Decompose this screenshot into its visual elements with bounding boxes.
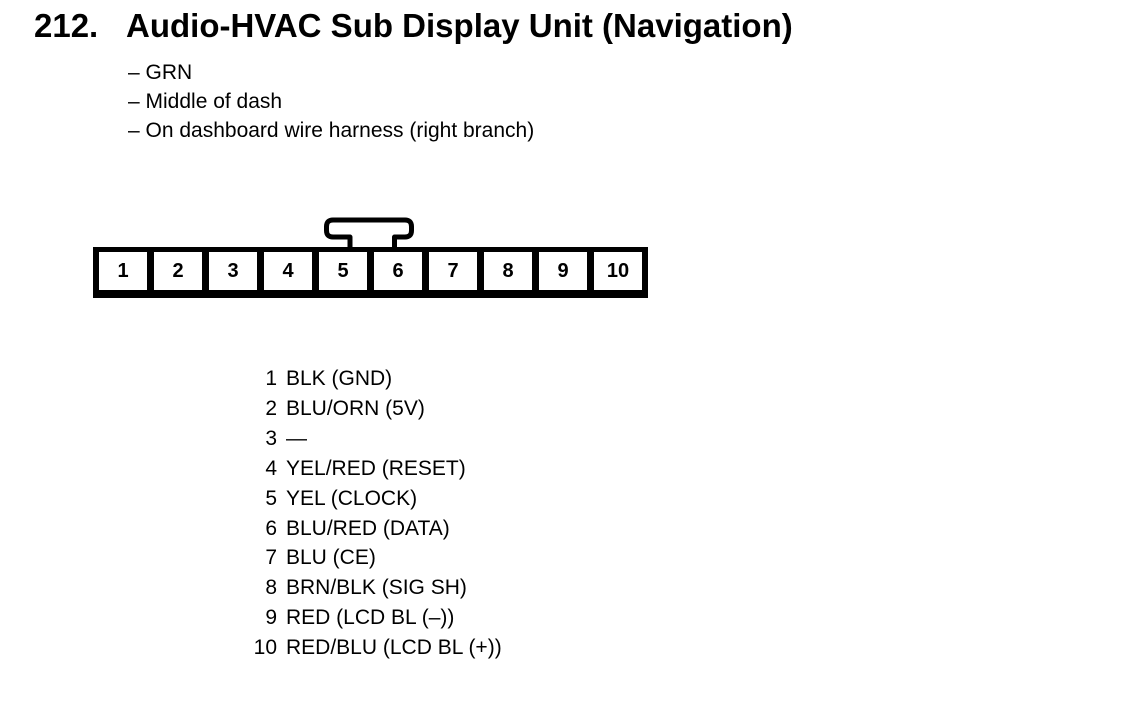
pinout-label: BLK (GND) <box>286 367 393 390</box>
pinout-row: 4 YEL/RED (RESET) <box>245 454 502 484</box>
pinout-row: 6 BLU/RED (DATA) <box>245 514 502 544</box>
pinout-label: BLU/RED (DATA) <box>286 516 450 540</box>
connector-pin-6: 6 <box>374 252 422 290</box>
note-line: – Middle of dash <box>128 90 283 113</box>
pinout-list: 1 BLK (GND) 2 BLU/ORN (5V) 3 — 4 YEL/RED… <box>245 364 502 663</box>
connector-pin-1: 1 <box>99 252 147 290</box>
pinout-number: 7 <box>265 546 277 570</box>
pinout-label: YEL (CLOCK) <box>286 486 418 510</box>
pinout-number: 4 <box>265 456 277 480</box>
pinout-label: RED/BLU (LCD BL (+)) <box>286 636 502 660</box>
notes-list: – GRN – Middle of dash – On dashboard wi… <box>128 58 534 145</box>
connector-pin-3: 3 <box>209 252 257 290</box>
page-title: 212. Audio-HVAC Sub Display Unit (Naviga… <box>34 7 793 45</box>
pinout-row: 2 BLU/ORN (5V) <box>245 394 502 424</box>
connector-pin-8: 8 <box>484 252 532 290</box>
pinout-label: — <box>286 426 307 450</box>
section-title: Audio-HVAC Sub Display Unit (Navigation) <box>126 7 793 44</box>
pinout-row: 8 BRN/BLK (SIG SH) <box>245 573 502 603</box>
pinout-number: 3 <box>265 426 277 450</box>
connector-pin-2: 2 <box>154 252 202 290</box>
pinout-number: 10 <box>253 636 277 660</box>
pinout-row: 1 BLK (GND) <box>245 364 502 394</box>
pinout-row: 9 RED (LCD BL (–)) <box>245 603 502 633</box>
pinout-row: 5 YEL (CLOCK) <box>245 484 502 514</box>
pinout-label: RED (LCD BL (–)) <box>286 606 455 630</box>
pinout-row: 10 RED/BLU (LCD BL (+)) <box>245 633 502 663</box>
connector-lock-tab-icon <box>320 211 420 252</box>
connector-pin-4: 4 <box>264 252 312 290</box>
pinout-number: 6 <box>265 516 277 540</box>
pinout-number: 1 <box>265 367 277 390</box>
pinout-label: BLU (CE) <box>286 546 376 570</box>
connector-pin-7: 7 <box>429 252 477 290</box>
pinout-label: BRN/BLK (SIG SH) <box>286 576 467 600</box>
pinout-number: 8 <box>265 576 277 600</box>
pinout-number: 2 <box>265 396 277 420</box>
note-line: – GRN <box>128 61 193 84</box>
note-line: – On dashboard wire harness (right branc… <box>128 119 535 142</box>
section-number: 212. <box>34 7 99 44</box>
connector-pin-5: 5 <box>319 252 367 290</box>
connector-pin-9: 9 <box>539 252 587 290</box>
pinout-number: 5 <box>265 486 277 510</box>
pinout-number: 9 <box>265 606 277 630</box>
connector-diagram: 1 2 3 4 5 6 7 8 9 10 <box>93 247 648 298</box>
connector-pin-10: 10 <box>594 252 642 290</box>
pinout-label: BLU/ORN (5V) <box>286 396 425 420</box>
pinout-row: 7 BLU (CE) <box>245 543 502 573</box>
pinout-row: 3 — <box>245 424 502 454</box>
pinout-label: YEL/RED (RESET) <box>286 456 466 480</box>
